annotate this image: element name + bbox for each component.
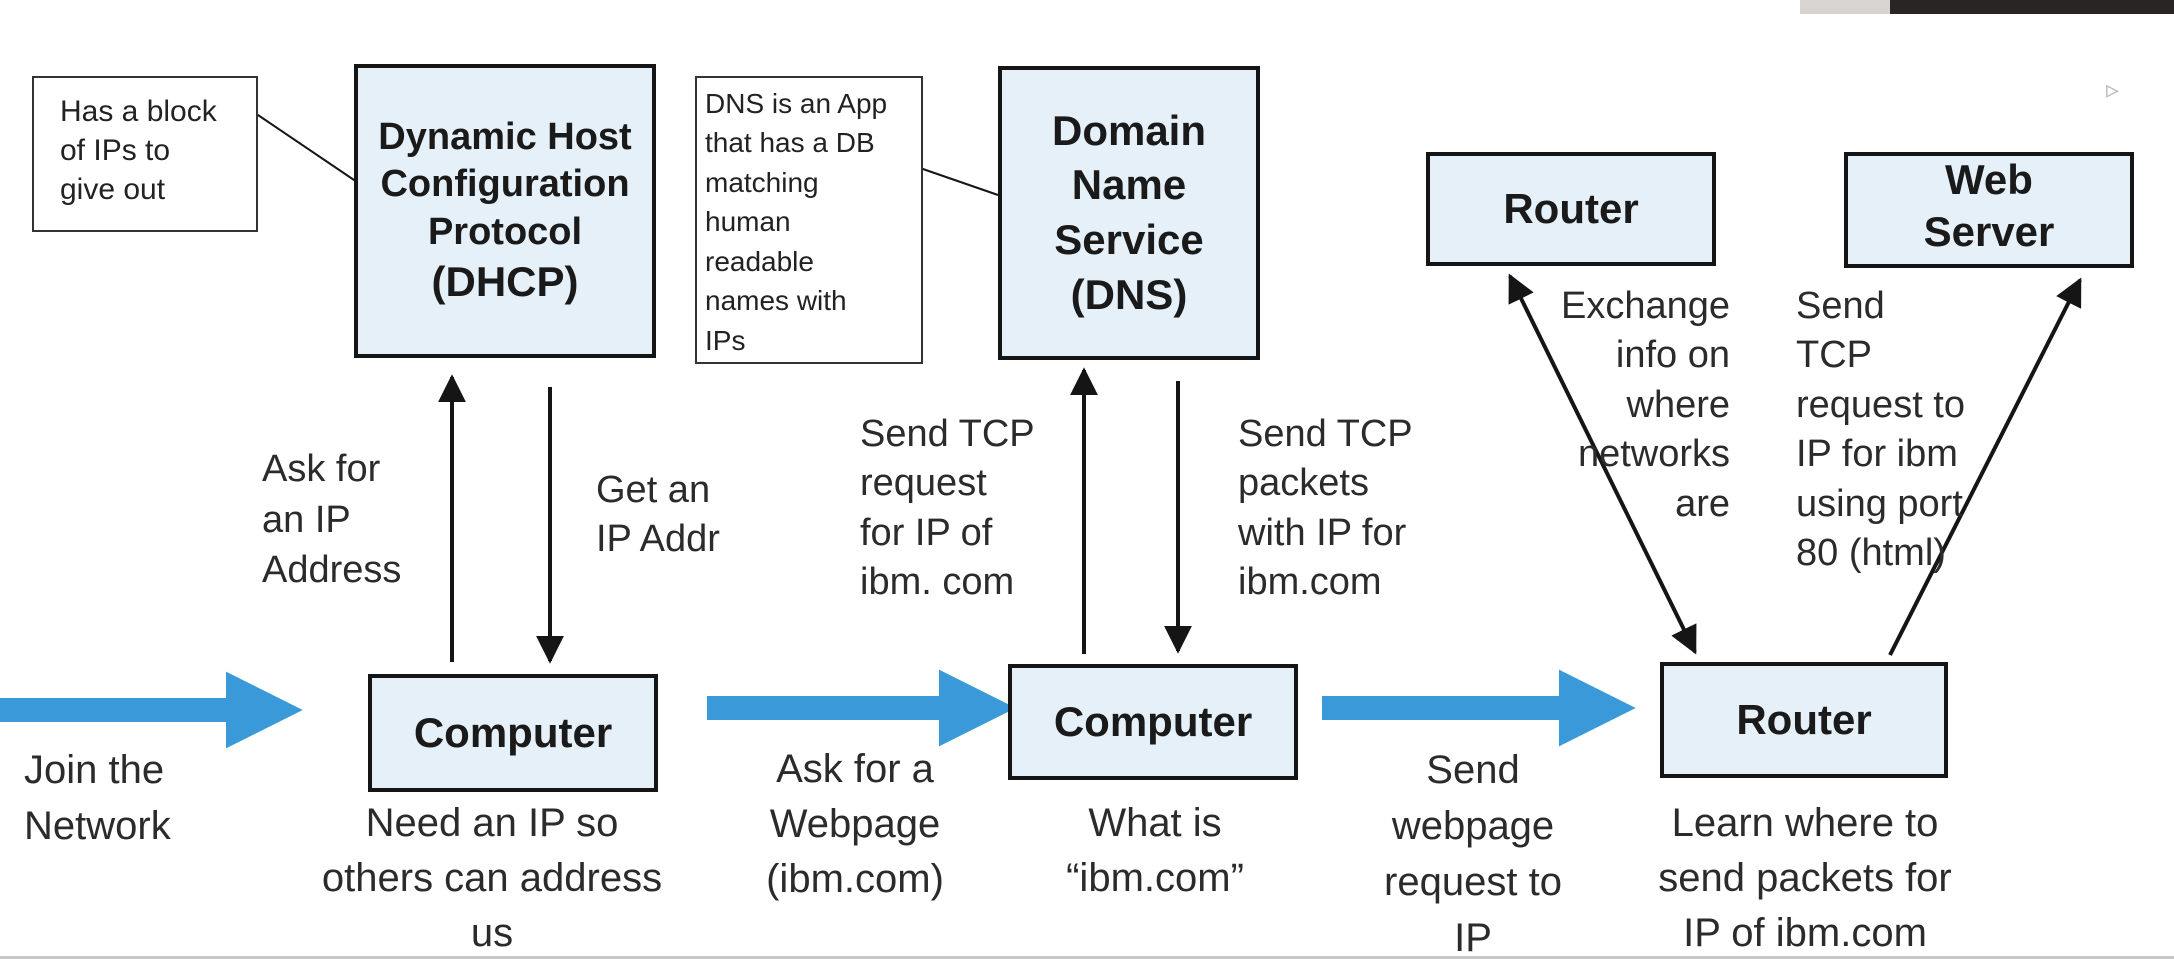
label-line: where: [1626, 383, 1731, 426]
caption-line: request to: [1384, 860, 1562, 904]
label-get-ip: Get an IP Addr: [596, 466, 720, 565]
caption-line: Join the: [24, 748, 165, 792]
caption-line: “ibm.com”: [1066, 856, 1244, 901]
dhcp-note-line: give out: [60, 173, 166, 206]
dhcp-box: Dynamic Host Configuration Protocol (DHC…: [354, 64, 656, 358]
dhcp-box-line: Protocol: [427, 210, 583, 253]
label-line: using port: [1796, 482, 1963, 525]
label-send-tcp-request: Send TCP request for IP of ibm. com: [860, 410, 1035, 608]
label-ask-ip: Ask for an IP Address: [262, 444, 401, 596]
dhcp-note-connector: [254, 112, 358, 183]
dns-note: DNS is an App that has a DB matching hum…: [695, 76, 923, 364]
label-line: IP Addr: [596, 518, 720, 561]
computer-1-label: Computer: [413, 708, 613, 756]
caption-line: webpage: [1391, 804, 1555, 848]
router-top-label: Router: [1503, 184, 1639, 232]
caption-line: send packets for: [1658, 856, 1952, 901]
web-server-line: Web: [1945, 155, 2033, 203]
caption-ask-webpage: Ask for a Webpage (ibm.com): [720, 742, 990, 908]
label-line: ibm.com: [1238, 561, 1382, 604]
dns-note-line: DNS is an App: [705, 88, 888, 119]
caption-line: What is: [1088, 801, 1222, 845]
dns-note-line: matching: [705, 166, 819, 198]
label-line: Ask for: [262, 448, 381, 490]
computer-2-label: Computer: [1053, 697, 1253, 745]
dns-note-line: that has a DB: [705, 127, 875, 159]
label-line: TCP: [1796, 334, 1872, 377]
label-send-tcp-packets: Send TCP packets with IP for ibm.com: [1238, 410, 1413, 608]
dns-box-line: Service: [1054, 216, 1204, 263]
label-line: packets: [1238, 462, 1369, 505]
dns-note-line: human: [705, 206, 791, 238]
caption-line: Learn where to: [1671, 801, 1939, 845]
arrow-router-exchange: [1508, 273, 1697, 655]
router-bottom-label: Router: [1736, 695, 1872, 743]
caption-line: us: [470, 911, 514, 956]
label-send-tcp-web: Send TCP request to IP for ibm using por…: [1796, 282, 1965, 578]
computer-box-2: Computer: [1008, 664, 1298, 780]
caption-line: Webpage: [769, 802, 941, 847]
dns-box: Domain Name Service (DNS): [998, 66, 1260, 360]
caption-need-ip: Need an IP so others can address us: [282, 796, 702, 962]
bottom-divider: [0, 956, 2174, 959]
caption-line: Need an IP so: [365, 801, 619, 845]
label-line: Send TCP: [1238, 413, 1413, 455]
dhcp-note-line: Has a block: [60, 95, 217, 128]
dns-box-line: Name: [1071, 161, 1187, 209]
dhcp-box-line: (DHCP): [431, 258, 579, 305]
label-line: ibm. com: [860, 561, 1015, 604]
caption-line: Ask for a: [776, 747, 934, 791]
dhcp-box-line: Dynamic Host: [378, 115, 632, 158]
computer-box-1: Computer: [368, 674, 658, 792]
label-line: Send TCP: [860, 413, 1035, 455]
web-server-line: Server: [1923, 208, 2055, 255]
dns-note-line: names with: [705, 285, 847, 317]
label-line: info on: [1615, 334, 1730, 377]
label-line: networks: [1577, 433, 1730, 476]
label-line: request: [860, 462, 987, 505]
label-exchange-info: Exchange info on where networks are: [1508, 282, 1730, 529]
label-line: with IP for: [1238, 511, 1407, 554]
caption-line: others can address: [321, 856, 663, 901]
label-line: Address: [262, 549, 402, 592]
router-top-box: Router: [1426, 152, 1716, 266]
web-server-box: Web Server: [1844, 152, 2134, 268]
label-line: are: [1675, 482, 1730, 525]
label-line: 80 (html): [1796, 531, 1946, 574]
router-bottom-box: Router: [1660, 662, 1948, 778]
dns-box-line: (DNS): [1070, 270, 1188, 318]
dns-note-line: readable: [705, 245, 814, 277]
caption-line: Network: [24, 804, 171, 848]
mouse-pointer-icon: ▹: [2106, 74, 2120, 104]
label-line: for IP of: [860, 511, 993, 554]
label-line: Send: [1796, 285, 1885, 327]
label-line: request to: [1796, 383, 1965, 426]
dhcp-note-line: of IPs to: [60, 134, 171, 167]
caption-line: IP of ibm.com: [1683, 911, 1927, 956]
arrow-to-web-server: [1888, 277, 2082, 656]
caption-join-network: Join the Network: [24, 742, 171, 854]
dhcp-note: Has a block of IPs to give out: [32, 76, 258, 232]
dns-note-connector: [919, 167, 999, 196]
label-line: IP for ibm: [1796, 433, 1958, 476]
dns-box-line: Domain: [1051, 106, 1206, 154]
caption-what-is: What is “ibm.com”: [1020, 796, 1290, 906]
caption-line: (ibm.com): [766, 857, 944, 902]
label-line: an IP: [262, 498, 351, 541]
label-line: Get an: [596, 469, 711, 511]
dhcp-box-line: Configuration: [380, 163, 630, 205]
caption-line: Send: [1426, 748, 1520, 792]
caption-learn-where: Learn where to send packets for IP of ib…: [1620, 796, 1990, 962]
webcam-overlay: [1800, 0, 2174, 14]
dns-note-line: IPs: [705, 324, 746, 356]
caption-line: IP: [1454, 916, 1492, 960]
label-line: Exchange: [1560, 285, 1730, 327]
caption-send-webpage: Send webpage request to IP: [1340, 742, 1606, 966]
